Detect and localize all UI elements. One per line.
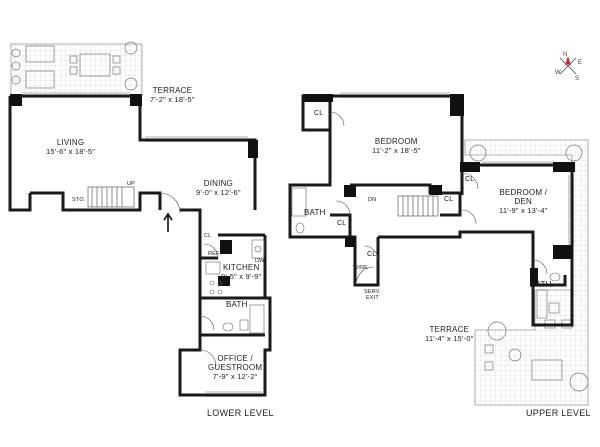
compass-west: W [555,70,561,76]
lower-bath-fixtures [222,304,265,334]
upper-cl-2-label: CL [337,220,347,227]
kitchen-label: KITCHEN 9'-5" x 9'-9" [221,263,261,281]
room-dims: 7'-2" x 18'-5" [150,95,195,104]
compass-north: N [563,52,567,58]
lower-bath-label: BATH [226,300,248,309]
room-name: TERRACE [152,86,193,95]
kitchen-fixtures [205,239,265,295]
lower-level-title: LOWER LEVEL [207,408,274,418]
bedroom-den-label: BEDROOM / DEN 11'-9" x 13'-4" [499,188,548,215]
room-name: BEDROOM [374,137,418,146]
wine-label: WINE [353,265,369,271]
serv-line1: SERV. [364,289,381,295]
upper-level-plan [288,92,589,406]
room-name: BATH [304,208,326,217]
upper-columns [303,94,575,286]
upper-stair [397,195,439,217]
lower-terrace-deck [10,43,143,96]
upper-cl-5-label: CL [465,176,475,183]
upper-bath-fixtures [291,187,561,319]
room-name: OFFICE / [217,354,253,363]
compass-icon: N E S W [555,52,582,82]
room-name-2: DEN [514,197,533,206]
lower-stair [87,186,135,208]
compass-east: E [578,60,582,66]
room-dims: 7'-9" x 12'-2" [212,372,258,381]
room-dims: 11'-9" x 13'-4" [499,206,548,215]
room-name: BATH [530,280,552,289]
upper-cl-4-label: CL [444,196,454,203]
dw-label: DW [255,258,265,264]
dn-label: DN [368,197,377,203]
room-dims: 11'-2" x 18'-5" [372,146,421,155]
upper-cl-1-label: CL [314,110,324,117]
compass-south: S [575,76,579,82]
upper-cl-3-label: CL [367,251,377,258]
room-name-2: GUESTROOM [208,363,263,372]
lower-terrace-label: TERRACE 7'-2" x 18'-5" [150,86,195,104]
office-label: OFFICE / GUESTROOM 7'-9" x 12'-2" [208,354,262,381]
sto-label: STO. [72,197,86,203]
upper-windows [340,92,574,245]
upper-terrace-deck [464,139,589,406]
upper-doors [329,111,548,286]
room-dims: 11'-4" x 15'-0" [425,334,474,343]
room-dims: 9'-5" x 9'-9" [221,272,262,281]
entry-arrow-icon [163,212,173,232]
room-name: BATH [226,300,248,309]
upper-terrace-label: TERRACE 11'-4" x 15'-0" [425,325,474,343]
upper-bath-1-label: BATH [304,208,326,217]
upper-level-title: UPPER LEVEL [526,408,591,418]
room-dims: 9'-0" x 12'-6" [196,188,241,197]
room-dims: 15'-6" x 18'-5" [46,147,96,156]
room-name: BEDROOM / [499,188,548,197]
room-name: KITCHEN [222,263,260,272]
lower-walls [8,94,272,397]
lower-windows [22,92,262,397]
bedroom-label: BEDROOM 11'-2" x 18'-5" [372,137,421,155]
room-name: DINING [203,179,233,188]
lower-doors [159,192,219,367]
lower-columns [10,94,258,286]
terrace-furniture [11,41,138,91]
lower-level-plan [8,41,272,397]
serv-line2: EXIT [365,295,379,301]
ref-label: REF [208,251,220,257]
upper-bath-2-label: BATH [530,280,552,289]
up-label: UP [127,181,136,187]
dining-label: DINING 9'-0" x 12'-6" [196,179,241,197]
room-name: TERRACE [429,325,470,334]
serv-exit-label: SERV. EXIT [364,289,381,301]
room-name: LIVING [56,138,85,147]
living-label: LIVING 15'-6" x 18'-5" [46,138,95,156]
lower-cl-label: CL [204,233,212,239]
